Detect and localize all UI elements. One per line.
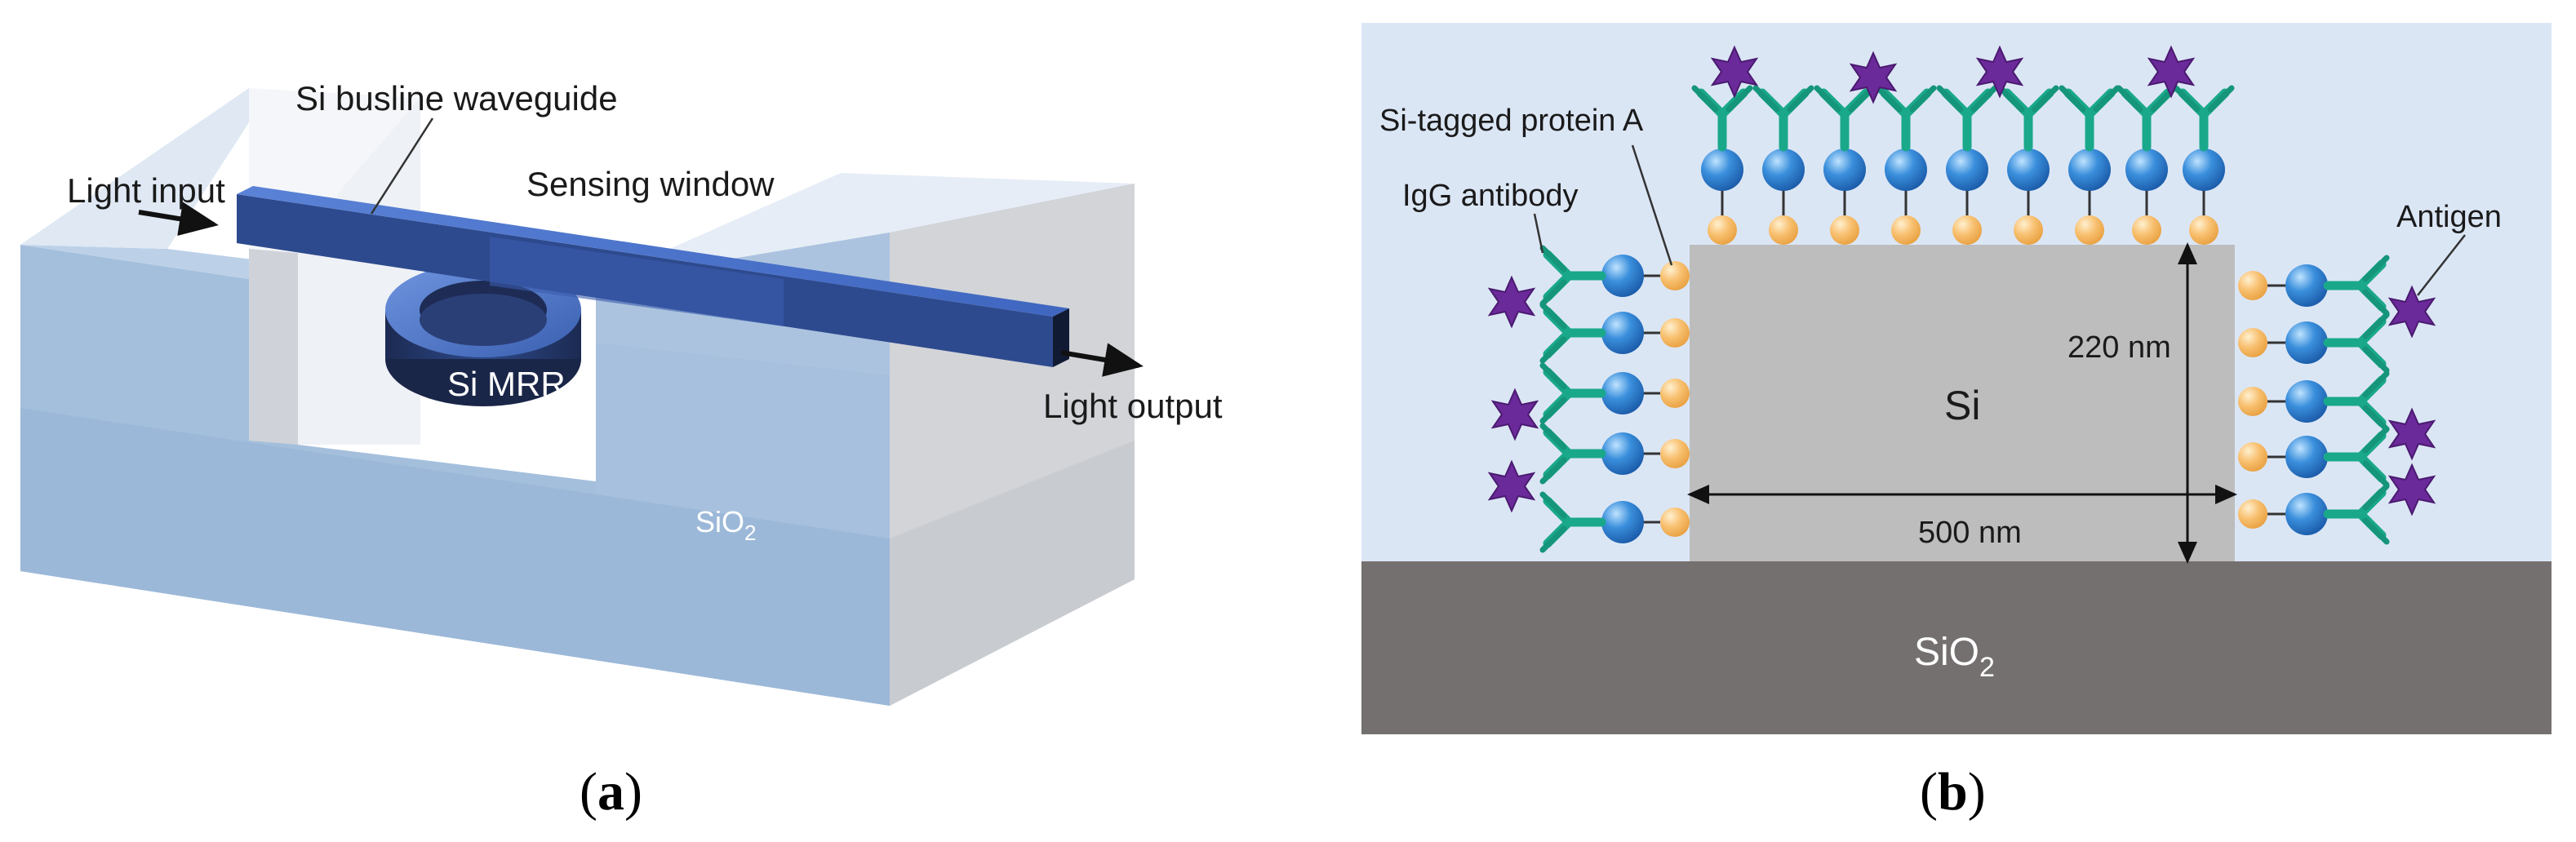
label-igg: IgG antibody (1402, 179, 1578, 213)
label-si-core: Si (1944, 383, 1980, 428)
label-sio2-a: SiO2 (695, 505, 756, 545)
protein-a-leader (1631, 144, 1673, 266)
panel-a: Si busline waveguide Light input Sensing… (20, 79, 1223, 822)
busline-leader (370, 117, 434, 215)
label-width: 500 nm (1918, 516, 2022, 550)
label-light-input: Light input (67, 171, 225, 210)
label-busline: Si busline waveguide (295, 79, 618, 117)
panel-b: Si-tagged protein A IgG antibody Antigen… (1361, 23, 2552, 822)
igg-leader (1533, 213, 1544, 254)
sio2-substrate (1361, 561, 2552, 734)
si-core (1690, 245, 2235, 561)
label-antigen: Antigen (2396, 200, 2502, 234)
right-bioreceptor-layer (2238, 258, 2435, 542)
antigen-leader (2417, 234, 2466, 296)
label-si-mrr: Si MRR (447, 365, 566, 403)
label-sio2-b: SiO2 (1914, 631, 1995, 683)
panel-tag-a: (a) (580, 762, 642, 822)
sio2-slab (20, 408, 1135, 706)
light-output-arrow (1060, 343, 1144, 377)
label-light-output: Light output (1043, 387, 1223, 425)
label-sensing-window: Sensing window (526, 165, 775, 203)
label-height: 220 nm (2067, 330, 2171, 365)
left-bioreceptor-layer (1489, 248, 1690, 550)
top-bioreceptor-layer (1694, 47, 2232, 245)
label-protein-a: Si-tagged protein A (1379, 104, 1644, 138)
panel-tag-b: (b) (1920, 762, 1986, 822)
busline-waveguide (237, 186, 1069, 367)
light-input-arrow (138, 202, 219, 236)
